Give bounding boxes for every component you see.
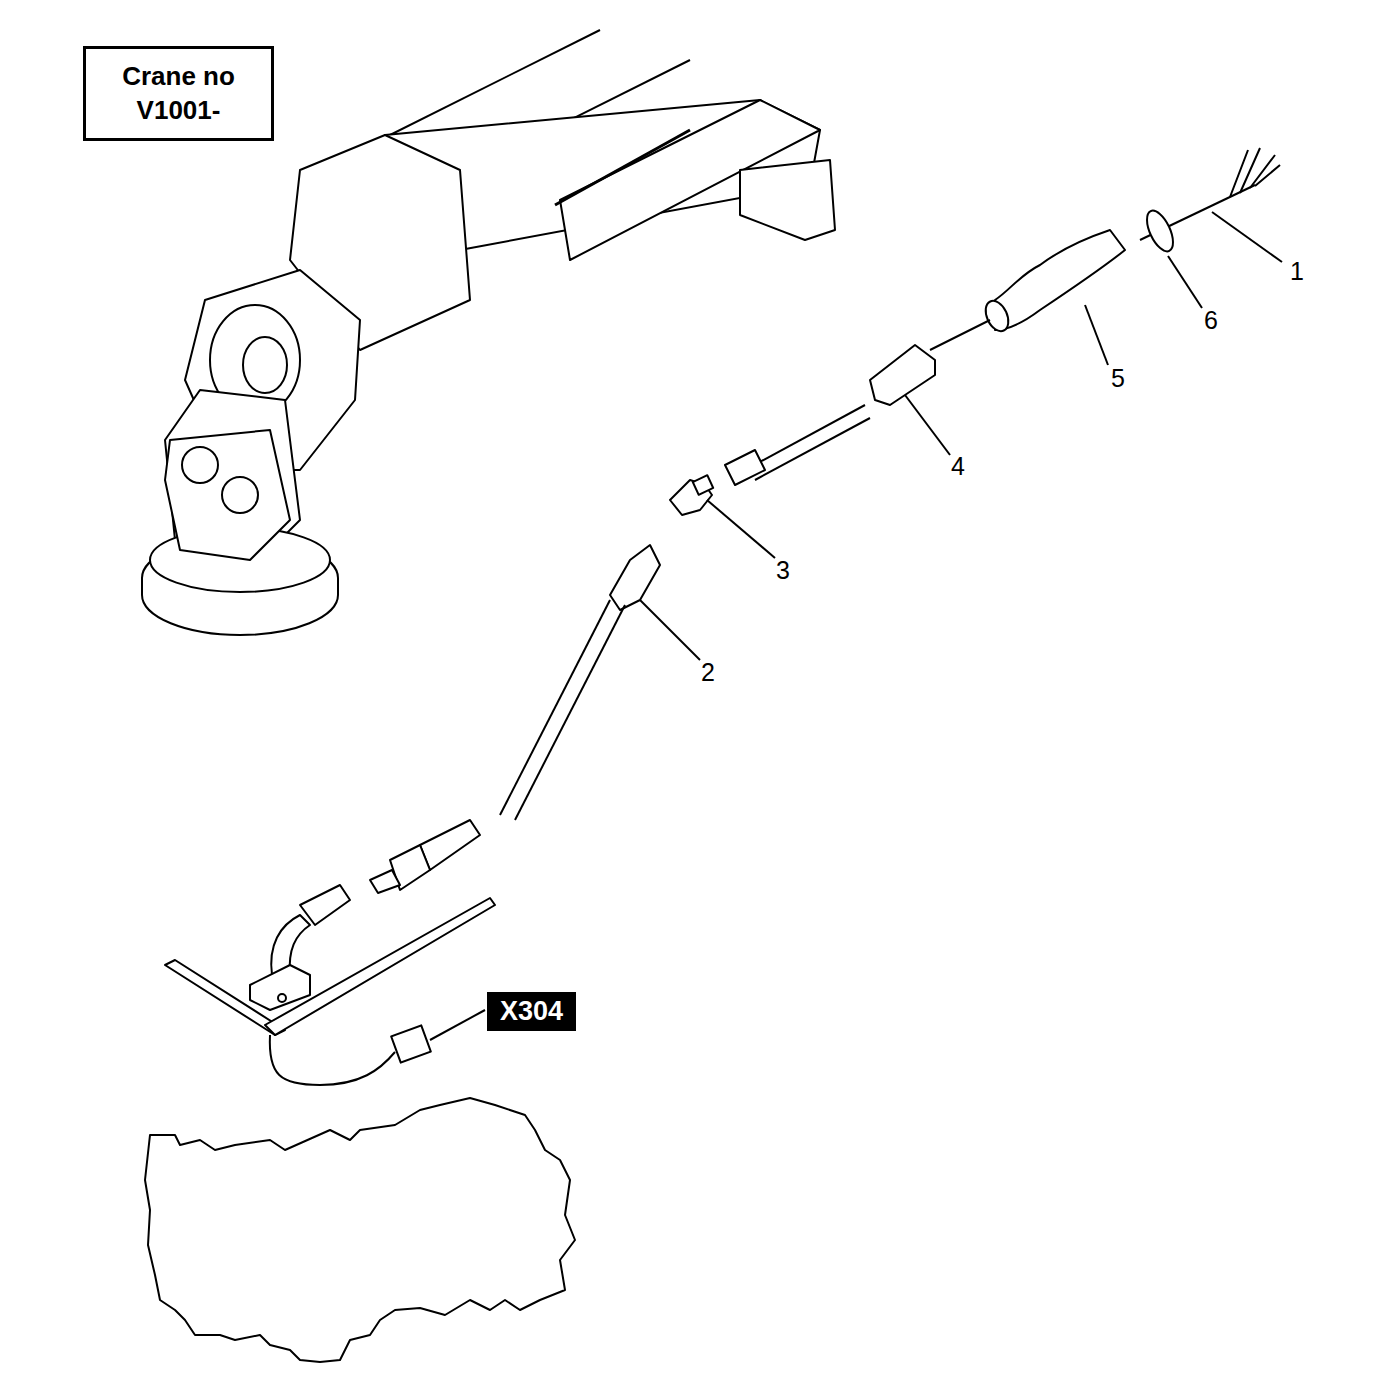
- node-text: X304: [500, 998, 563, 1025]
- leader-lines: [430, 212, 1282, 1040]
- callout-number: 2: [701, 660, 715, 685]
- callout-number: 5: [1111, 366, 1125, 391]
- connector-tag: X304: [487, 992, 576, 1031]
- callout-number: 4: [951, 454, 965, 479]
- callout-number: 6: [1204, 308, 1218, 333]
- callout-number: 1: [1290, 259, 1304, 284]
- engine-outline: [145, 1098, 575, 1362]
- node-text: Crane no V1001-: [104, 60, 254, 128]
- crane-number-box: Crane no V1001-: [83, 46, 274, 141]
- callout-number: 3: [776, 558, 790, 583]
- cable-assembly: [165, 148, 1280, 1085]
